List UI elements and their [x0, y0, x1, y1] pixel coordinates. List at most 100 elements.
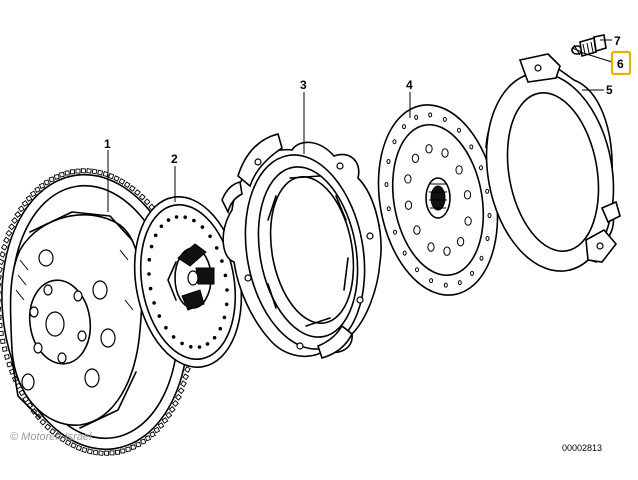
callout-6-highlight-box — [610, 50, 632, 76]
flywheel-tooth — [25, 195, 33, 202]
disc-hole — [392, 139, 397, 145]
flywheel-tooth — [75, 444, 83, 452]
flywheel-tooth — [0, 282, 2, 289]
disc-rivet — [174, 215, 179, 219]
flywheel-tooth — [70, 442, 77, 449]
flywheel-tooth — [6, 361, 13, 368]
disc-hole — [457, 280, 462, 286]
flywheel-tooth — [177, 387, 185, 395]
disc-hole — [443, 282, 448, 288]
flywheel-tooth — [86, 448, 93, 455]
flywheel-tooth — [59, 435, 67, 443]
flywheel-tooth — [48, 176, 55, 183]
flywheel-tooth — [3, 353, 10, 360]
flywheel-tooth — [54, 432, 62, 440]
callout-4[interactable]: 4 — [406, 78, 413, 92]
flywheel-tooth — [21, 200, 29, 207]
disc-rivet — [180, 341, 184, 346]
disc-holes — [384, 112, 492, 288]
disc-rivet — [189, 345, 193, 349]
disc-hole — [485, 188, 490, 194]
flywheel-tooth — [133, 189, 141, 196]
flywheel-tooth — [168, 406, 176, 413]
flywheel-tooth — [184, 366, 191, 373]
disc-hole — [463, 190, 472, 200]
disc-hole — [402, 250, 407, 256]
disc-rivet — [214, 246, 219, 250]
disc-hole — [411, 153, 420, 164]
disc-hole — [402, 124, 406, 130]
disc-rivet — [147, 257, 152, 262]
callout-3[interactable]: 3 — [300, 78, 307, 92]
callout-7[interactable]: 7 — [614, 34, 621, 48]
flywheel-tooth — [43, 179, 50, 186]
disc-hole — [404, 174, 412, 184]
flywheel-tooth — [81, 446, 88, 453]
flywheel-tooth — [174, 393, 182, 401]
flywheel-tooth — [144, 435, 152, 442]
disc-rivet — [220, 259, 224, 263]
flywheel-tooth — [86, 168, 92, 174]
flywheel-tooth — [39, 418, 47, 426]
flywheel-tooth — [75, 168, 81, 174]
flywheel-tooth — [135, 441, 142, 448]
disc-rivet — [192, 218, 196, 223]
flywheel-tooth — [98, 450, 104, 456]
flywheel-tooth — [1, 346, 8, 352]
callout-6[interactable]: 6 — [617, 57, 624, 71]
disc-rivet — [152, 301, 156, 305]
flywheel-tooth — [0, 258, 5, 266]
flywheel-tooth — [113, 175, 120, 182]
flywheel-tooth — [102, 171, 109, 178]
flywheel-tooth — [0, 274, 2, 281]
flywheel-tooth — [0, 322, 3, 328]
disc-hole — [404, 200, 413, 210]
flywheel-tooth — [14, 211, 22, 218]
flywheel-tooth — [107, 172, 115, 180]
disc-rivet — [148, 286, 153, 291]
disc-rivet — [157, 314, 162, 318]
flywheel-tooth — [11, 217, 19, 224]
flywheel-tooth — [114, 449, 121, 455]
disc-hole — [427, 242, 435, 252]
disc-hole — [457, 127, 461, 133]
disc-rivet — [200, 225, 205, 229]
part-number-label: 00002813 — [562, 443, 602, 453]
disc-rivet — [225, 288, 229, 292]
disc-rivet — [183, 215, 187, 219]
flywheel-tooth — [80, 168, 87, 174]
disc-hole — [414, 114, 419, 120]
disc-hole — [425, 144, 433, 154]
flywheel-tooth — [0, 251, 6, 258]
flywheel-tooth — [44, 423, 52, 431]
disc-hole — [469, 144, 474, 150]
callout-1[interactable]: 1 — [104, 137, 111, 151]
flywheel-tooth — [103, 450, 110, 456]
flywheel-tooth — [161, 417, 169, 424]
disc-hole — [429, 278, 434, 284]
flywheel-tooth — [157, 422, 165, 429]
flywheel-tooth — [123, 181, 131, 189]
disc-rivet — [212, 335, 217, 340]
callout-5[interactable]: 5 — [606, 83, 613, 97]
flywheel-tooth — [118, 178, 126, 185]
flywheel-tooth — [97, 169, 104, 176]
flywheel-tooth — [109, 450, 115, 456]
flywheel-tooth — [0, 266, 3, 273]
flywheel-tooth — [130, 444, 137, 451]
disc-rivet — [223, 273, 228, 278]
disc-hole — [441, 148, 449, 158]
bolt-part-7[interactable] — [579, 34, 607, 58]
disc-rivet — [153, 233, 158, 238]
disc-rivet — [205, 342, 210, 346]
ring-part-5[interactable] — [472, 53, 629, 281]
flywheel-tooth — [143, 198, 151, 206]
flywheel-tooth — [140, 438, 147, 445]
flywheel-tooth — [64, 439, 72, 446]
disc-hole — [455, 165, 463, 175]
callout-2[interactable]: 2 — [171, 152, 178, 166]
flywheel-tooth — [53, 173, 60, 180]
pressure-plate-part-3[interactable] — [221, 133, 382, 359]
disc-rivet — [208, 234, 212, 239]
